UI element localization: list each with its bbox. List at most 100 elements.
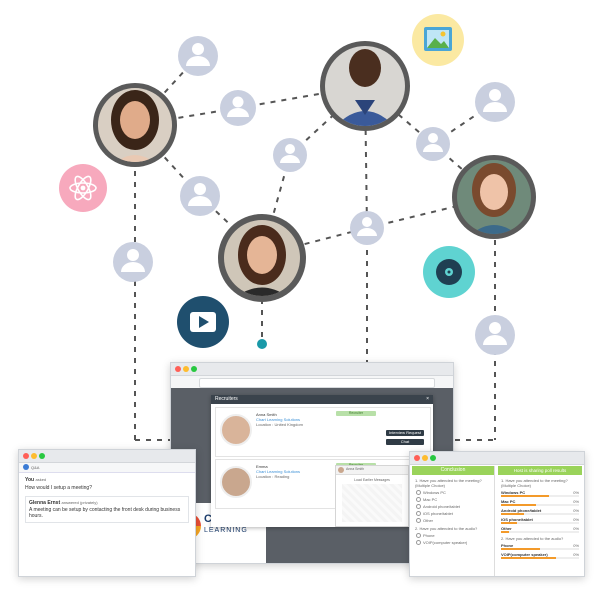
minimize-dot[interactable] bbox=[31, 453, 37, 459]
poll-result-fill bbox=[501, 531, 509, 533]
status-badge: Recruiter bbox=[336, 411, 376, 416]
person-avatar bbox=[93, 83, 177, 167]
poll-results-panel: Host is sharing poll results 1. Have you… bbox=[498, 466, 582, 576]
recruiter-company: Chart Learning Solutions bbox=[256, 469, 301, 474]
poll-option-label: Windows PC bbox=[423, 490, 446, 495]
message-author: You bbox=[25, 477, 35, 483]
qa-icon bbox=[23, 464, 29, 470]
interview-request-button[interactable]: Interview Request bbox=[386, 430, 424, 436]
poll-result-fill bbox=[501, 548, 540, 550]
poll-result-percent: 0% bbox=[573, 517, 579, 522]
poll-result-fill bbox=[501, 522, 517, 524]
load-earlier-link[interactable]: Load Earlier Messages bbox=[354, 478, 390, 482]
title-bar bbox=[171, 363, 453, 376]
poll-option[interactable]: Android phone/tablet bbox=[416, 504, 491, 509]
minimize-dot[interactable] bbox=[422, 455, 428, 461]
qa-messages: You asked How would I setup a meeting? G… bbox=[19, 473, 195, 527]
message-text: How would I setup a meeting? bbox=[25, 485, 92, 491]
poll-result-bar bbox=[501, 548, 579, 550]
maximize-dot[interactable] bbox=[39, 453, 45, 459]
poll-result-label: Other bbox=[501, 526, 512, 531]
user-icon bbox=[178, 36, 218, 76]
minimize-dot[interactable] bbox=[183, 366, 189, 372]
radio-button[interactable] bbox=[416, 540, 421, 545]
qa-window: Q&A You asked How would I setup a meetin… bbox=[18, 449, 196, 577]
maximize-dot[interactable] bbox=[191, 366, 197, 372]
poll-result-percent: 0% bbox=[573, 490, 579, 495]
message-author: Glenna Ernst bbox=[29, 500, 61, 506]
modal-title: Recruiters bbox=[215, 396, 238, 402]
poll-option[interactable]: Mac PC bbox=[416, 497, 491, 502]
poll-result-fill bbox=[501, 557, 556, 559]
close-dot[interactable] bbox=[414, 455, 420, 461]
atom-icon bbox=[59, 164, 107, 212]
poll-result-row: VOIP(computer speaker)0% bbox=[501, 552, 579, 559]
person-avatar bbox=[452, 155, 536, 239]
poll-result-label: Windows PC bbox=[501, 490, 526, 495]
chat-popup: Anna Smith Load Earlier Messages bbox=[335, 465, 409, 527]
recruiter-browser-window: CHART LEARNING Recruiters × Anna Smith C… bbox=[170, 362, 454, 564]
poll-question: 2. Have you attended to the audio? bbox=[501, 536, 564, 541]
poll-question: 1. Have you attended to the meeting?(Mul… bbox=[501, 478, 568, 488]
poll-result-percent: 0% bbox=[573, 543, 579, 548]
message-row: You asked bbox=[25, 477, 189, 483]
poll-question-panel: Conclusion 1. Have you attended to the m… bbox=[412, 466, 495, 576]
music-disc-icon bbox=[423, 246, 475, 298]
poll-result-label: iOS phone/tablet bbox=[501, 517, 533, 522]
poll-options: Windows PC Mac PC Android phone/tablet iOS … bbox=[412, 490, 494, 523]
poll-result-fill bbox=[501, 513, 525, 515]
message-text: A meeting can be setup by contacting the… bbox=[29, 507, 181, 519]
radio-button[interactable] bbox=[416, 511, 421, 516]
recruiter-name[interactable]: Emma bbox=[256, 464, 268, 469]
close-dot[interactable] bbox=[175, 366, 181, 372]
title-bar bbox=[19, 450, 195, 463]
radio-button[interactable] bbox=[416, 533, 421, 538]
teal-dot bbox=[257, 339, 267, 349]
poll-result-percent: 0% bbox=[573, 526, 579, 531]
poll-option[interactable]: iOS phone/tablet bbox=[416, 511, 491, 516]
user-icon bbox=[113, 242, 153, 282]
close-dot[interactable] bbox=[23, 453, 29, 459]
chat-body bbox=[342, 484, 402, 522]
poll-option[interactable]: VOIP(computer speaker) bbox=[416, 540, 491, 545]
poll-result-bar bbox=[501, 522, 579, 524]
radio-button[interactable] bbox=[416, 490, 421, 495]
poll-result-row: iOS phone/tablet 0% bbox=[501, 517, 579, 524]
poll-option[interactable]: Other bbox=[416, 518, 491, 523]
image-icon bbox=[412, 14, 464, 66]
qa-tab[interactable]: Q&A bbox=[31, 465, 40, 470]
chat-button[interactable]: Chat bbox=[386, 439, 424, 445]
poll-result-label: Mac PC bbox=[501, 499, 516, 504]
poll-result-row: Other 0% bbox=[501, 526, 579, 533]
avatar bbox=[220, 414, 252, 446]
radio-button[interactable] bbox=[416, 497, 421, 502]
poll-result-bar bbox=[501, 495, 579, 497]
poll-result-percent: 0% bbox=[573, 499, 579, 504]
recruiter-location: Location : United Kingdom bbox=[256, 422, 303, 427]
video-play-icon bbox=[177, 296, 229, 348]
radio-button[interactable] bbox=[416, 504, 421, 509]
poll-result-percent: 0% bbox=[573, 508, 579, 513]
user-icon bbox=[273, 138, 307, 172]
user-icon bbox=[416, 127, 450, 161]
poll-result-bar bbox=[501, 531, 579, 533]
logo-text-2: LEARNING bbox=[204, 527, 248, 534]
avatar bbox=[220, 466, 252, 498]
person-avatar bbox=[218, 214, 306, 302]
poll-option[interactable]: Windows PC bbox=[416, 490, 491, 495]
recruiter-name[interactable]: Anna Smith bbox=[256, 412, 277, 417]
user-icon bbox=[220, 90, 256, 126]
maximize-dot[interactable] bbox=[430, 455, 436, 461]
poll-question: 1. Have you attended to the meeting?(Mul… bbox=[415, 478, 482, 488]
close-icon[interactable]: × bbox=[426, 396, 429, 402]
poll-result-bar bbox=[501, 504, 579, 506]
avatar bbox=[338, 467, 344, 473]
radio-button[interactable] bbox=[416, 518, 421, 523]
recruiter-card: Anna Smith Chart Learning Solutions Loca… bbox=[215, 407, 431, 457]
poll-option[interactable]: Phone bbox=[416, 533, 491, 538]
